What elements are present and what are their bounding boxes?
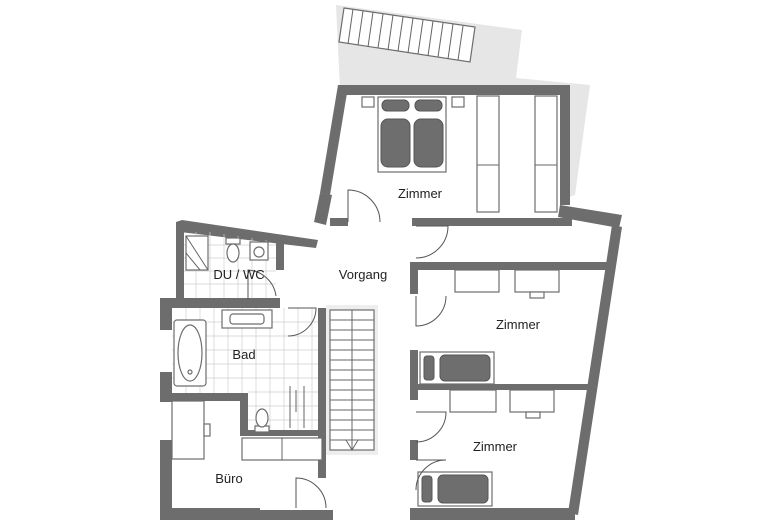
desks-lower: [449, 389, 555, 419]
desks-upper: [454, 269, 560, 299]
room-label-shower-wc: DU / WC: [213, 267, 264, 282]
double-bed: [361, 96, 465, 173]
room-label-room-right-lower: Zimmer: [473, 439, 518, 454]
wc-toilet-icon: [225, 237, 241, 263]
shower-tray-icon: [185, 235, 209, 271]
door-swings: [247, 189, 449, 509]
office-desk: [171, 400, 211, 460]
wardrobes: [476, 95, 558, 213]
sink-du-wc-icon: [249, 241, 269, 261]
walls: [160, 85, 622, 520]
room-label-bedroom-top: Zimmer: [398, 186, 443, 201]
bathtub-icon: [173, 319, 207, 387]
room-label-room-right-upper: Zimmer: [496, 317, 541, 332]
room-label-bathroom: Bad: [232, 347, 255, 362]
staircase: [326, 305, 378, 455]
toilet-bath-icon: [254, 408, 270, 433]
sideboard: [241, 437, 323, 461]
balcony-area: [336, 5, 590, 200]
shower-bath-icon: [289, 386, 305, 428]
bed-upper: [419, 351, 495, 385]
double-sink-icon: [221, 309, 273, 329]
room-label-office: Büro: [215, 471, 242, 486]
room-label-hallway: Vorgang: [339, 267, 387, 282]
bed-lower: [417, 471, 493, 507]
